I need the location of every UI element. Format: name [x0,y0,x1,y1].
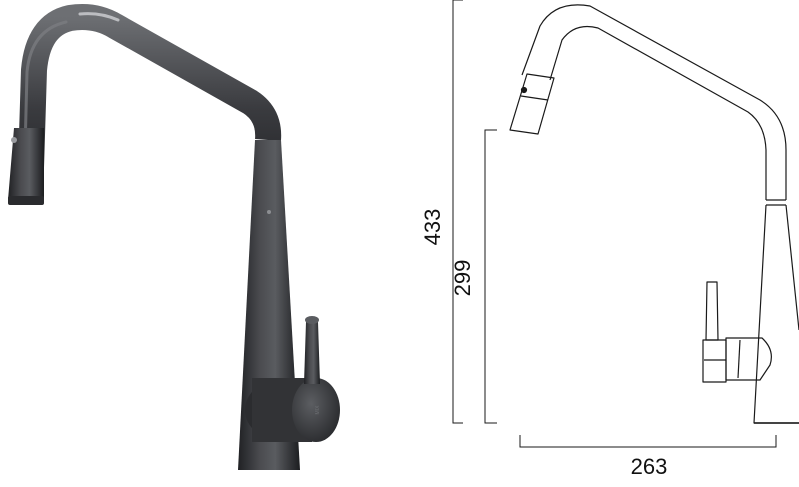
drawing-spout-outer [521,4,787,200]
pull-out-spray-button-icon [11,137,17,143]
faucet-spout-highlight [22,20,68,192]
drawing-handle-hub [725,337,772,381]
dimension-lines [452,0,777,448]
drawing-lever-handle [705,281,719,341]
dim-label-spout-height: 299 [450,260,475,297]
dim-line-spout-height [484,129,497,424]
svg-text:MIX: MIX [315,405,321,415]
drawing-spray-head [509,73,555,135]
drawing-body [753,204,799,424]
drawing-spout-inner [549,25,767,200]
faucet-photo: MIX [8,4,340,470]
drawing-spray-button-icon [520,86,528,94]
dim-label-total-height: 433 [420,209,445,246]
handle-hub-cap [292,378,340,442]
faucet-spout-tube [17,4,282,201]
dim-label-reach: 263 [631,454,668,479]
dim-line-total-height [452,0,463,424]
dim-line-reach [519,435,777,448]
faucet-line-drawing [509,4,799,424]
pull-out-spray-head [8,128,44,205]
faucet-lever-handle [304,322,320,384]
dimension-labels: 433 299 263 [420,209,667,479]
